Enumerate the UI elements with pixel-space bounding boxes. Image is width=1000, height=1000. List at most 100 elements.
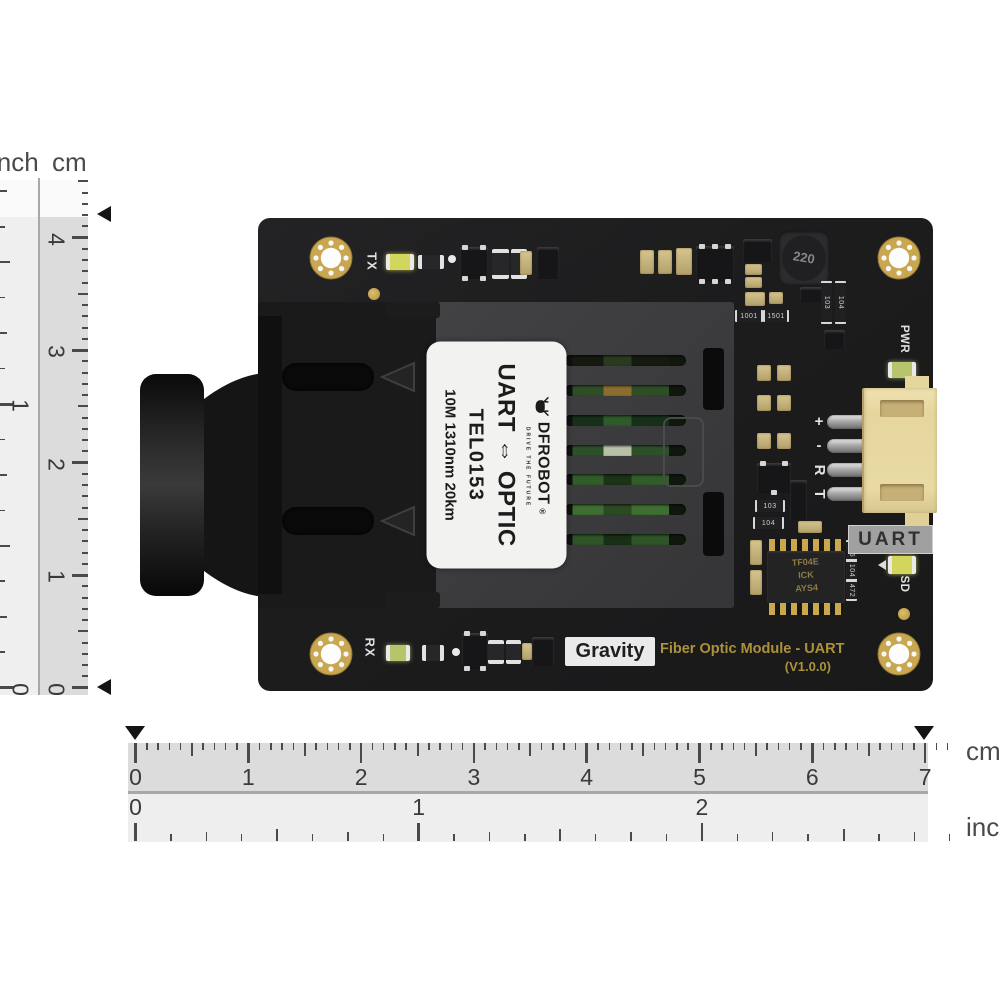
cm-tick: [78, 292, 88, 295]
cm-tick: [698, 743, 701, 763]
resistor: [422, 645, 444, 661]
cm-tick: [247, 743, 250, 763]
cm-tick: [82, 540, 88, 543]
module-vent-slot: [565, 354, 686, 366]
cm-tick: [72, 461, 88, 464]
inch-tick: [0, 686, 14, 689]
cm-tick: [82, 247, 88, 250]
cm-tick: [270, 743, 272, 750]
module-vent-slot: [565, 414, 686, 426]
inch-tick: [382, 834, 385, 841]
inch-tick: [0, 402, 14, 406]
capacitor: [750, 570, 762, 595]
cm-tick: [190, 743, 193, 756]
fiber-dust-cap: [140, 372, 272, 598]
rx-led: [386, 645, 410, 661]
board-right-marker: [914, 726, 934, 740]
cm-tick: [82, 439, 88, 441]
cm-tick: [416, 743, 419, 756]
cm-tick: [359, 743, 363, 763]
bottom-ruler-divider: [128, 791, 928, 794]
inch-number: 1: [7, 399, 34, 412]
capacitor: [745, 277, 762, 288]
cm-number: 1: [43, 570, 70, 583]
mounting-hole-top-left: [309, 236, 353, 280]
cm-tick: [82, 596, 88, 599]
cm-tick: [935, 743, 938, 750]
cm-tick: [82, 427, 88, 430]
cm-tick: [72, 236, 88, 239]
ic-pins-top: [769, 539, 843, 551]
cm-tick: [472, 743, 476, 763]
cm-tick: [585, 743, 588, 763]
cm-tick: [224, 743, 227, 750]
cm-tick: [394, 743, 396, 750]
cm-tick: [82, 281, 88, 284]
cm-number: 5: [693, 764, 706, 790]
cm-tick: [146, 743, 148, 750]
capacitor: [769, 292, 783, 304]
inch-tick: [311, 834, 314, 841]
resistor-marked: 1001: [735, 310, 763, 322]
capacitor: [745, 264, 762, 275]
inch-tick: [913, 832, 916, 841]
pin-label-plus: +: [814, 413, 824, 430]
capacitor: [750, 540, 762, 565]
dfrobot-logo: DFROBOT ®: [534, 396, 552, 514]
cm-tick: [687, 743, 689, 750]
module-vent-slot: [565, 444, 686, 456]
brand-tagline: DRIVE THE FUTURE: [524, 426, 531, 508]
ic-small: [537, 247, 559, 279]
cm-tick: [811, 743, 814, 763]
board-left-marker: [125, 726, 145, 740]
cm-tick: [766, 743, 768, 750]
uart-port-badge: UART: [848, 525, 933, 554]
cm-tick: [800, 743, 802, 750]
board-top-marker: [97, 206, 111, 222]
bottom-ruler-cm-strip: [128, 743, 928, 791]
cm-tick: [563, 743, 565, 750]
capacitor: [757, 433, 771, 449]
cm-tick: [72, 348, 88, 352]
mounting-hole-top-right: [877, 236, 921, 280]
ic-tf04e: TF04E ICK AYS4: [767, 551, 845, 603]
capacitor: [777, 433, 791, 449]
mounting-hole-bottom-right: [877, 632, 921, 676]
inch-tick: [0, 544, 10, 547]
uart-port-text: UART: [858, 528, 923, 550]
cm-number: 4: [580, 764, 594, 790]
cm-tick: [834, 743, 836, 750]
connector-tab-top: [905, 376, 929, 388]
inch-tick: [665, 834, 668, 841]
cm-tick: [202, 743, 204, 750]
pin-label-r: R: [811, 464, 828, 476]
cm-tick: [608, 743, 610, 750]
cm-tick: [597, 743, 599, 750]
cm-tick: [82, 225, 88, 228]
cm-tick: [552, 743, 554, 750]
inch-tick: [0, 190, 7, 193]
inch-tick: [0, 438, 5, 441]
cm-tick: [743, 743, 746, 750]
cm-tick: [721, 743, 723, 750]
inch-tick: [771, 832, 774, 841]
cm-tick: [913, 743, 915, 750]
arrow-marker-bottom: [379, 505, 415, 537]
inch-tick: [0, 332, 7, 335]
capacitor: [777, 365, 791, 381]
resistor-marked: 104: [846, 560, 857, 581]
cm-tick: [540, 743, 543, 750]
cm-tick: [82, 675, 88, 678]
cm-tick: [405, 743, 407, 750]
cm-tick: [867, 743, 870, 756]
cm-tick: [484, 743, 486, 750]
cm-tick: [856, 743, 859, 750]
inch-tick: [453, 834, 455, 841]
cm-tick: [82, 360, 88, 363]
gravity-badge: Gravity: [565, 637, 655, 666]
cm-tick: [428, 743, 430, 750]
capacitor: [757, 365, 771, 381]
connector-pin: [827, 487, 863, 501]
gravity-connector: [862, 388, 937, 513]
cm-tick: [676, 743, 678, 750]
